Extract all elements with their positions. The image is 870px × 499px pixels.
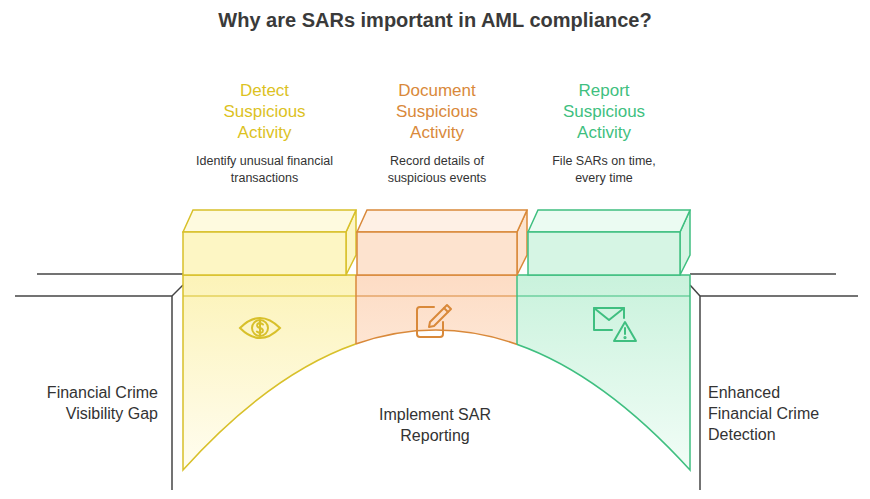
building-block: Detect Suspicious ActivityIdentify unusu…: [163, 80, 366, 276]
arch-piece: [183, 275, 690, 470]
envelope-warning-icon: [594, 308, 636, 341]
stage-label: Financial Crime Visibility Gap: [18, 382, 158, 424]
block-top-face: [528, 210, 690, 232]
block-top-face: [183, 210, 356, 232]
block-description: Record details of suspicious events: [377, 153, 497, 187]
arch-piece: [183, 275, 690, 470]
block-top-face: [357, 210, 527, 232]
road-lines: [15, 274, 858, 490]
building-block: Report Suspicious ActivityFile SARs on t…: [508, 80, 700, 276]
block-description: File SARs on time, every time: [542, 153, 667, 187]
block-front-face: [528, 232, 680, 275]
diagram-title: Why are SARs important in AML compliance…: [0, 9, 870, 32]
block-description: Identify unusual financial transactions: [190, 153, 340, 187]
block-front-face: [183, 232, 346, 275]
document-pencil-icon: [417, 305, 451, 337]
eye-dollar-icon: [240, 318, 280, 338]
block-heading: Document Suspicious Activity: [381, 80, 493, 143]
block-front-face: [357, 232, 517, 275]
block-heading: Detect Suspicious Activity: [209, 80, 321, 143]
stage-label: Enhanced Financial Crime Detection: [708, 382, 833, 445]
stage-label: Implement SAR Reporting: [355, 404, 515, 446]
building-block: Document Suspicious ActivityRecord detai…: [337, 80, 537, 276]
block-heading: Report Suspicious Activity: [548, 80, 660, 143]
arch-piece: [183, 275, 690, 470]
